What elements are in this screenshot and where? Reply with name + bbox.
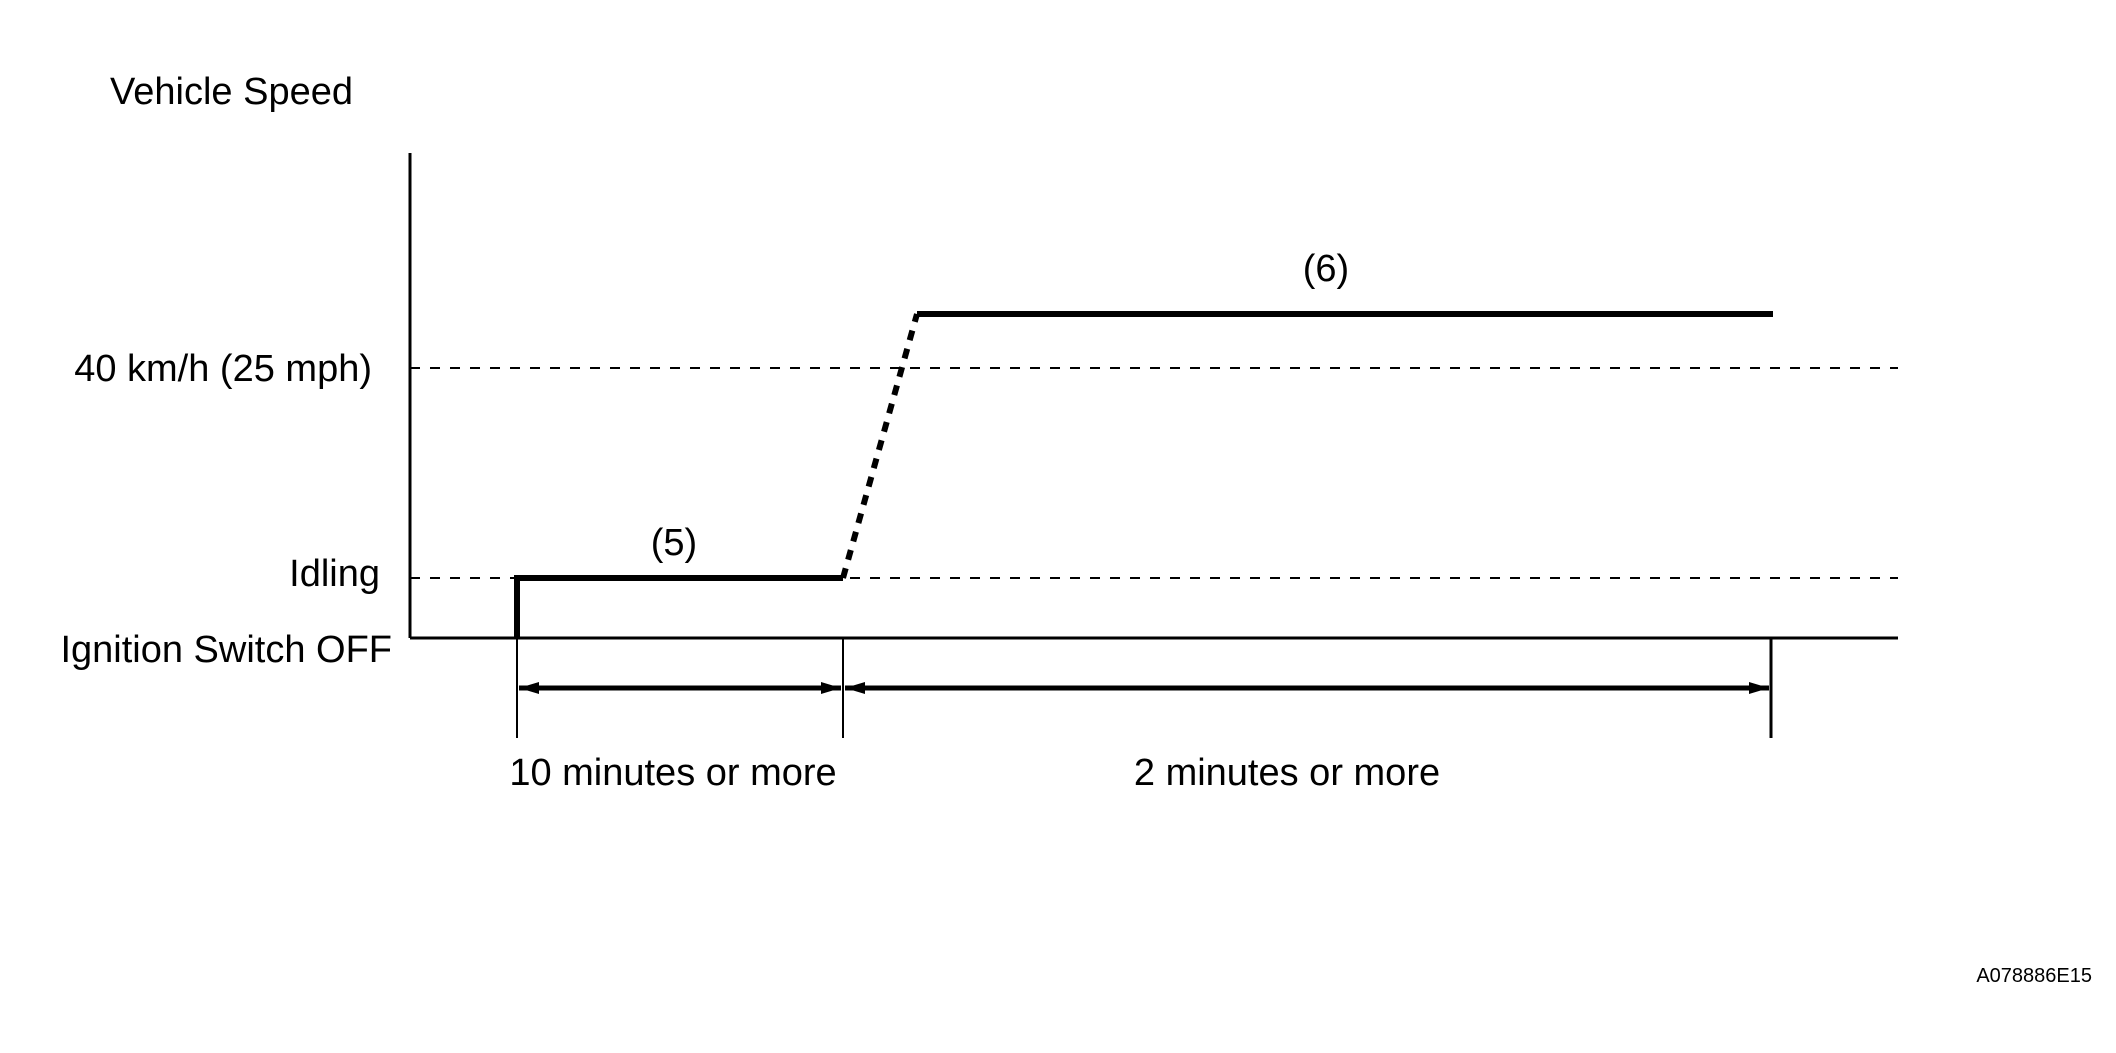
- high-speed-label: 40 km/h (25 mph): [74, 348, 372, 390]
- phase-5-tag: (5): [651, 522, 697, 564]
- ignition-off-label: Ignition Switch OFF: [60, 629, 392, 671]
- idle-label: Idling: [289, 553, 380, 595]
- figure-code: A078886E15: [1976, 965, 2092, 987]
- duration-label-phase-5: 10 minutes or more: [509, 752, 836, 794]
- phase-6-tag: (6): [1303, 248, 1349, 290]
- y-axis-title: Vehicle Speed: [110, 71, 353, 113]
- idle-phase-trace: [514, 575, 843, 638]
- duration-label-phase-6: 2 minutes or more: [1134, 752, 1440, 794]
- acceleration-trace: [840, 313, 920, 579]
